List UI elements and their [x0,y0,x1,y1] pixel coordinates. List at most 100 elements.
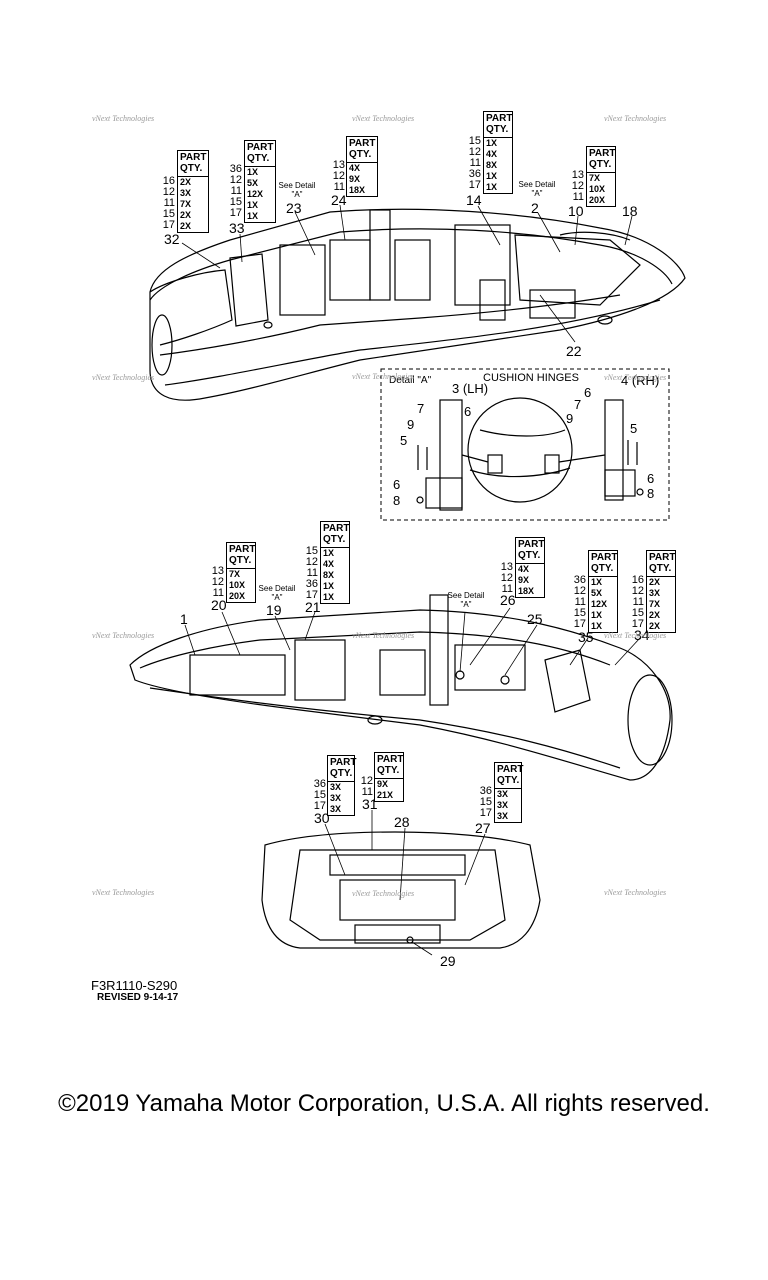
qty-value: 12X [247,189,264,199]
callout-6: 6 [464,404,472,419]
callout-18: 18 [622,203,638,219]
revision-date: REVISED 9-14-17 [97,992,179,1003]
part-number: 17 [229,207,242,219]
qty-table-part-numbers: 36 12 11 15 17 [566,575,586,630]
qty-value: 1X [591,577,603,587]
watermark-text: vNext Technologies [92,114,155,123]
qty-value: 5X [247,178,259,188]
watermark-text: vNext Technologies [604,631,667,640]
watermark-text: vNext Technologies [604,888,667,897]
qty-value: 20X [229,591,246,601]
part-number: 12 [571,180,584,192]
part-number: 11 [572,191,584,203]
qty-table-part-numbers: 13 12 11 [493,562,513,595]
callout-14: 14 [466,192,482,208]
engine-compartment-drawing [261,831,541,949]
qty-header: QTY. [377,765,400,776]
qty-header: PART [247,142,274,153]
callout-6: 6 [647,471,655,486]
qty-value: 7X [649,599,661,609]
qty-header: PART [229,544,256,555]
qty-table-part-numbers: 36 12 11 15 17 [222,164,242,219]
part-number: 12 [360,775,373,787]
part-number: 11 [632,596,644,608]
qty-value: 1X [323,592,335,602]
callout-32: 32 [164,231,180,247]
part-number: 12 [229,174,242,186]
qty-value: 4X [349,163,361,173]
qty-value: 3X [180,188,192,198]
part-number: 36 [313,778,326,790]
upper-leader-lines [181,204,633,343]
watermark-text: vNext Technologies [352,631,415,640]
part-number: 11 [574,596,586,608]
callout-1: 1 [180,611,188,627]
callout-7: 7 [417,401,425,416]
qty-value: 2X [649,610,661,620]
callout-7: 7 [574,397,582,412]
qty-table-part-numbers: 13 12 11 [325,160,345,193]
qty-value: 10X [589,184,606,194]
part-number: 11 [333,181,345,193]
callout-28: 28 [394,814,410,830]
callout-35: 35 [578,629,594,645]
callout-5: 5 [630,421,638,436]
see-detail-note: See Detail"A" [518,180,556,198]
qty-value: 1X [486,182,498,192]
qty-table-part-numbers: 13 12 11 [564,170,584,203]
qty-value: 20X [589,195,606,205]
watermark-text: vNext Technologies [352,372,415,381]
watermark-text: vNext Technologies [352,889,415,898]
watermark-text: vNext Technologies [92,888,155,897]
part-number: 15 [305,545,318,557]
qty-value: 10X [229,580,246,590]
watermark-text: vNext Technologies [352,114,415,123]
watermark-text: vNext Technologies [604,373,667,382]
see-detail-note: See Detail"A" [278,181,316,199]
qty-value: 9X [349,174,361,184]
callout-9: 9 [566,411,574,426]
part-number: 11 [306,567,318,579]
qty-header: QTY. [229,555,252,566]
qty-value: 3X [649,588,661,598]
qty-value: 7X [229,569,241,579]
qty-value: 1X [323,581,335,591]
qty-table-part-numbers: 16 12 11 15 17 [624,575,644,630]
qty-header: QTY. [518,550,541,561]
callout-30: 30 [314,810,330,826]
part-number: 17 [305,589,318,601]
lower-leader-lines [184,607,641,676]
qty-header: PART [323,523,350,534]
part-number: 12 [468,146,481,158]
qty-value: 3X [330,804,342,814]
qty-header: QTY. [486,124,509,135]
callout-21: 21 [305,599,321,615]
part-number: 36 [229,163,242,175]
callout-5: 5 [400,433,408,448]
qty-value: 9X [377,779,389,789]
qty-header: PART [349,138,376,149]
callout-31: 31 [362,796,378,812]
qty-header: QTY. [589,159,612,170]
callout-8: 8 [393,493,401,508]
callout-27: 27 [475,820,491,836]
callout-24: 24 [331,192,347,208]
part-number: 12 [500,572,513,584]
qty-value: 1X [591,610,603,620]
qty-header: PART [377,754,404,765]
callout-10: 10 [568,203,584,219]
qty-header: PART [518,539,545,550]
qty-value: 12X [591,599,608,609]
qty-header: PART [330,757,357,768]
qty-table-part-numbers: 13 12 11 [204,566,224,599]
part-number: 36 [479,785,492,797]
part-number: 12 [332,170,345,182]
qty-value: 2X [180,221,192,231]
part-number: 17 [162,219,175,231]
